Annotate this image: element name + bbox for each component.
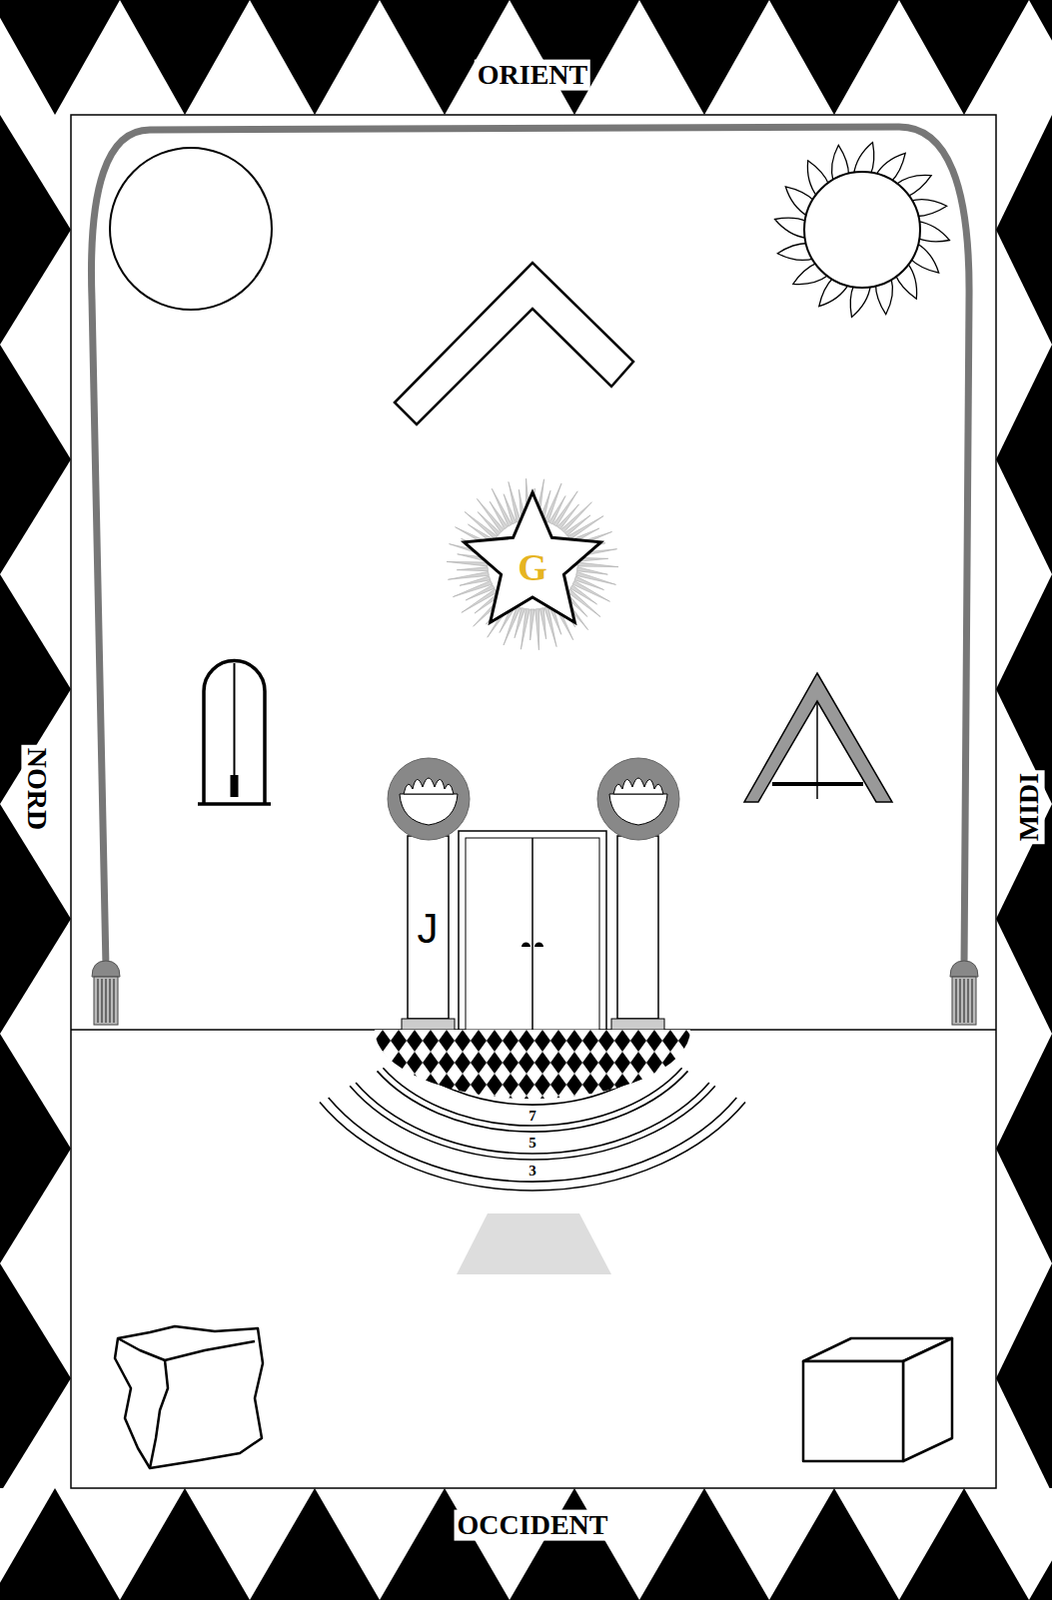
cardinal-label: OCCIDENT	[454, 1510, 612, 1542]
mosaic-pavement	[374, 1030, 691, 1099]
pillar-letter: J	[414, 906, 442, 953]
square-symbol	[394, 262, 634, 425]
pillar	[597, 758, 680, 1031]
pillar	[387, 758, 470, 1031]
temple-door	[458, 831, 607, 1031]
rough-ashlar	[114, 1326, 263, 1469]
trestle-board	[456, 1213, 612, 1275]
cardinal-label: ORIENT	[474, 59, 591, 91]
perfect-ashlar	[803, 1338, 953, 1462]
step-number: 5	[525, 1134, 540, 1152]
sun	[775, 142, 951, 318]
cardinal-label: NORD	[21, 745, 53, 834]
blazing-star	[446, 478, 619, 651]
step-number: 3	[525, 1162, 540, 1180]
tassel	[950, 961, 979, 1026]
step-number: 7	[525, 1107, 540, 1125]
board-frame	[70, 114, 997, 1489]
cardinal-label: MIDI	[1014, 770, 1046, 845]
plumb-rule	[197, 661, 271, 806]
moon	[109, 147, 272, 310]
star-letter: G	[517, 547, 548, 590]
tassel	[91, 961, 120, 1026]
level-symbol	[744, 673, 893, 803]
